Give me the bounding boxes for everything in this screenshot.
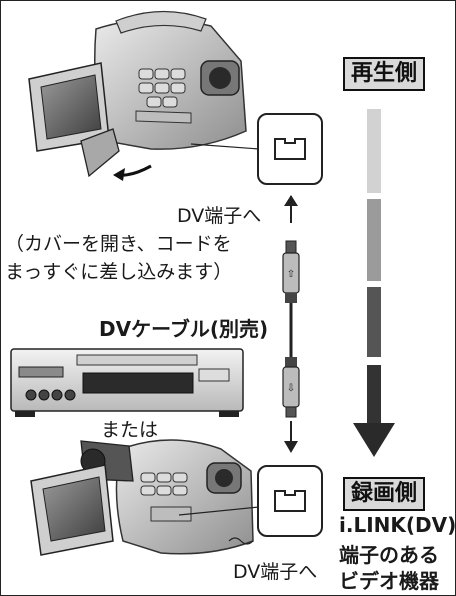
dv-cable-label: DVケーブル(別売): [99, 317, 269, 341]
ilink-line1: i.LINK(DV): [339, 513, 456, 537]
svg-text:⇩: ⇩: [287, 383, 295, 394]
or-text: または: [101, 419, 159, 441]
record-side-label: 録画側: [343, 477, 426, 511]
dv-cable-illustration: ⇧ ⇩: [282, 195, 300, 453]
dv-terminal-top-text: DV端子へ: [177, 205, 262, 227]
dv-port-icon: [274, 490, 306, 512]
svg-text:⇧: ⇧: [287, 269, 295, 280]
top-callout-line: [190, 143, 260, 150]
playback-side-label: 再生側: [343, 57, 426, 91]
ilink-line2: 端子のある: [339, 543, 439, 567]
cover-instruction-line2: まっすぐに差し込みます）: [5, 261, 233, 283]
direction-arrow: [353, 109, 395, 457]
top-dv-port-callout: [257, 113, 323, 185]
bottom-callout-line: [178, 506, 260, 516]
dv-port-icon: [274, 138, 306, 160]
top-camcorder-illustration: [28, 10, 247, 181]
vcr-illustration: [10, 348, 244, 417]
bottom-camcorder-illustration: [30, 439, 254, 556]
dv-terminal-bottom-text: DV端子へ: [233, 561, 318, 583]
cover-instruction-line1: （カバーを開き、コードを: [5, 233, 232, 255]
ilink-line3: ビデオ機器: [339, 569, 439, 593]
bottom-dv-port-callout: [257, 465, 323, 537]
